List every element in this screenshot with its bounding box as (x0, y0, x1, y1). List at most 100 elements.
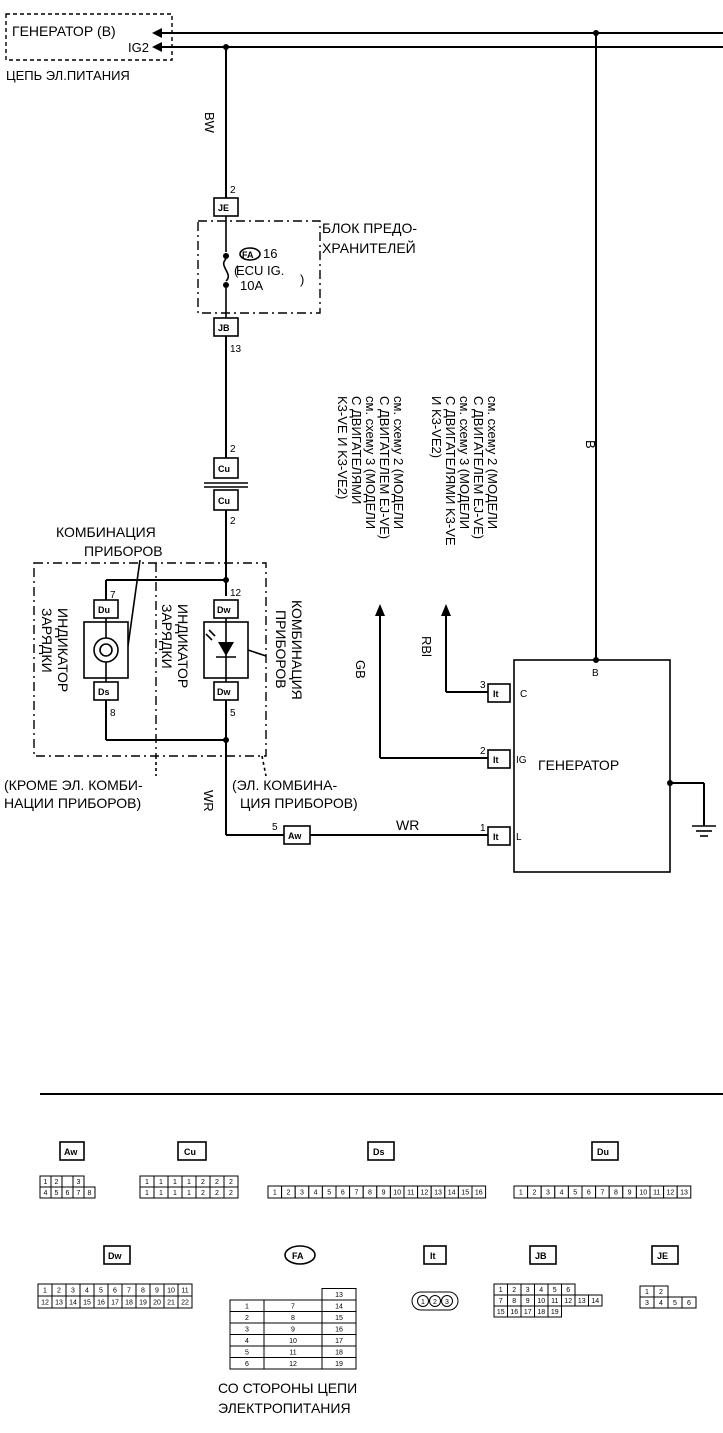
cu-pin-top: 2 (230, 444, 236, 455)
legend-je-pin: 2 (659, 1289, 663, 1296)
legend-du-pin: 13 (680, 1190, 688, 1197)
power-circuit-dashed-frame (5, 13, 173, 61)
legend-ds-pin: 8 (368, 1190, 372, 1197)
fuse-node-bottom (223, 282, 229, 288)
legend-dw-pin: 10 (167, 1288, 175, 1295)
legend-dw-pin: 16 (97, 1300, 105, 1307)
led-ray-2 (208, 629, 216, 637)
legend-cu-tag-box (177, 1141, 207, 1161)
legend-aw-pin: 3 (77, 1179, 81, 1186)
legend-aw-pin: 4 (44, 1190, 48, 1197)
legend-ds-pin: 15 (461, 1190, 469, 1197)
legend-du-pin: 5 (573, 1190, 577, 1197)
generator-b-node (593, 657, 599, 663)
legend-fa-pin: 9 (291, 1326, 295, 1333)
legend-fa-pin: 7 (291, 1303, 295, 1310)
legend-cu-pin: 1 (173, 1179, 177, 1186)
legend-ds-pin: 16 (475, 1190, 483, 1197)
cluster-title-top-2: ПРИБОРОВ (84, 543, 163, 559)
legend-aw-pin: 6 (66, 1190, 70, 1197)
cu-bottom-tag: Cu (218, 496, 230, 506)
legend-du-pin: 3 (546, 1190, 550, 1197)
legend-cu-pin: 2 (201, 1190, 205, 1197)
legend-jb-tag-box (529, 1245, 557, 1265)
gen-c-connector (487, 683, 511, 703)
legend-fa-pin: 5 (245, 1349, 249, 1356)
legend-cu-pin: 2 (229, 1179, 233, 1186)
note1-line5: И K3-VE2) (429, 396, 444, 458)
arrow-gb (375, 604, 385, 616)
du-pin: 7 (110, 590, 116, 601)
legend-fa-cell (321, 1357, 357, 1370)
wire-wr-vertical-label: WR (201, 790, 216, 812)
legend-du-cell (676, 1185, 692, 1199)
fa-tag: FA (242, 250, 254, 260)
note2-line5: K3-VE И K3-VE2) (335, 396, 350, 499)
instrument-cluster: КОМБИНАЦИЯ ПРИБОРОВ 7 Du Ds 8 ИНДИКАТОР … (4, 524, 358, 811)
legend-fa-pin: 18 (335, 1349, 343, 1356)
cluster-title-right-1: КОМБИНАЦИЯ (289, 600, 305, 700)
legend-dw-tag: Dw (108, 1251, 122, 1261)
except-electro-1: (КРОМЕ ЭЛ. КОМБИ- (4, 777, 143, 793)
legend-fa-pin: 16 (335, 1326, 343, 1333)
legend-jb-tag: JB (535, 1251, 547, 1261)
legend-fa-pin: 17 (335, 1338, 343, 1345)
legend-fa-caption-2: ЭЛЕКТРОПИТАНИЯ (218, 1400, 351, 1416)
legend-cu-pin: 1 (187, 1190, 191, 1197)
legend-je-pin: 6 (687, 1300, 691, 1307)
legend-dw-pin: 21 (167, 1300, 175, 1307)
legend-jb-pin: 5 (553, 1287, 557, 1294)
legend-dw-pin: 4 (85, 1288, 89, 1295)
fuse-block-title-1: БЛОК ПРЕДО- (322, 220, 417, 236)
note1-line3: см. схему 3 (МОДЕЛИ (457, 396, 472, 529)
legend-cu-cell (223, 1186, 239, 1199)
legend-du-pin: 11 (653, 1190, 660, 1197)
legend-jb-cell (588, 1294, 603, 1307)
indicator-right-2: ЗАРЯДКИ (159, 604, 175, 669)
arrow-gen-b (152, 28, 162, 38)
junction-cluster-top (223, 577, 229, 583)
legend-it-pin: 2 (433, 1299, 437, 1306)
legend-ds-pin: 14 (448, 1190, 456, 1197)
legend-jb-pin: 8 (512, 1298, 516, 1305)
fuse-icon (222, 258, 230, 282)
legend-dw-pin: 22 (181, 1300, 189, 1307)
gen-ig-tag: It (493, 755, 499, 765)
note2-line1: см. схему 2 (МОДЕЛИ (391, 396, 406, 529)
legend-ds-pin: 11 (407, 1190, 414, 1197)
legend-ds-tag: Ds (373, 1147, 385, 1157)
legend-fa-pin: 1 (245, 1303, 249, 1310)
legend-cu-pin: 1 (173, 1190, 177, 1197)
legend-cu-tag: Cu (184, 1147, 196, 1157)
arrow-ig2 (152, 42, 162, 52)
legend-jb-pin: 2 (512, 1287, 516, 1294)
legend-aw-cell (61, 1175, 74, 1188)
legend-du-pin: 8 (614, 1190, 618, 1197)
cluster-title-leader (127, 559, 141, 647)
legend-aw-tag: Aw (64, 1147, 78, 1157)
legend-du-pin: 12 (667, 1190, 675, 1197)
wire-wr-horizontal-label: WR (396, 817, 419, 833)
legend-jb-pin: 12 (564, 1298, 572, 1305)
legend-fa-pin: 6 (245, 1361, 249, 1368)
gen-c-pin: 3 (480, 680, 486, 691)
fuse-block-title-2: ХРАНИТЕЛЕЙ (322, 239, 416, 256)
wire-gb-label: GB (353, 660, 368, 679)
legend-je-tag: JE (657, 1251, 668, 1261)
legend-ds-pin: 1 (273, 1190, 277, 1197)
legend-dw-pin: 1 (43, 1288, 47, 1295)
reference-notes: см. схему 2 (МОДЕЛИ С ДВИГАТЕЛЕМ EJ-VE) … (335, 396, 500, 546)
legend-jb-pin: 18 (537, 1309, 545, 1316)
legend-dw-pin: 2 (57, 1288, 61, 1295)
legend-dw-pin: 6 (113, 1288, 117, 1295)
legend-jb-pin: 10 (537, 1298, 545, 1305)
legend-jb-pin: 15 (497, 1309, 505, 1316)
